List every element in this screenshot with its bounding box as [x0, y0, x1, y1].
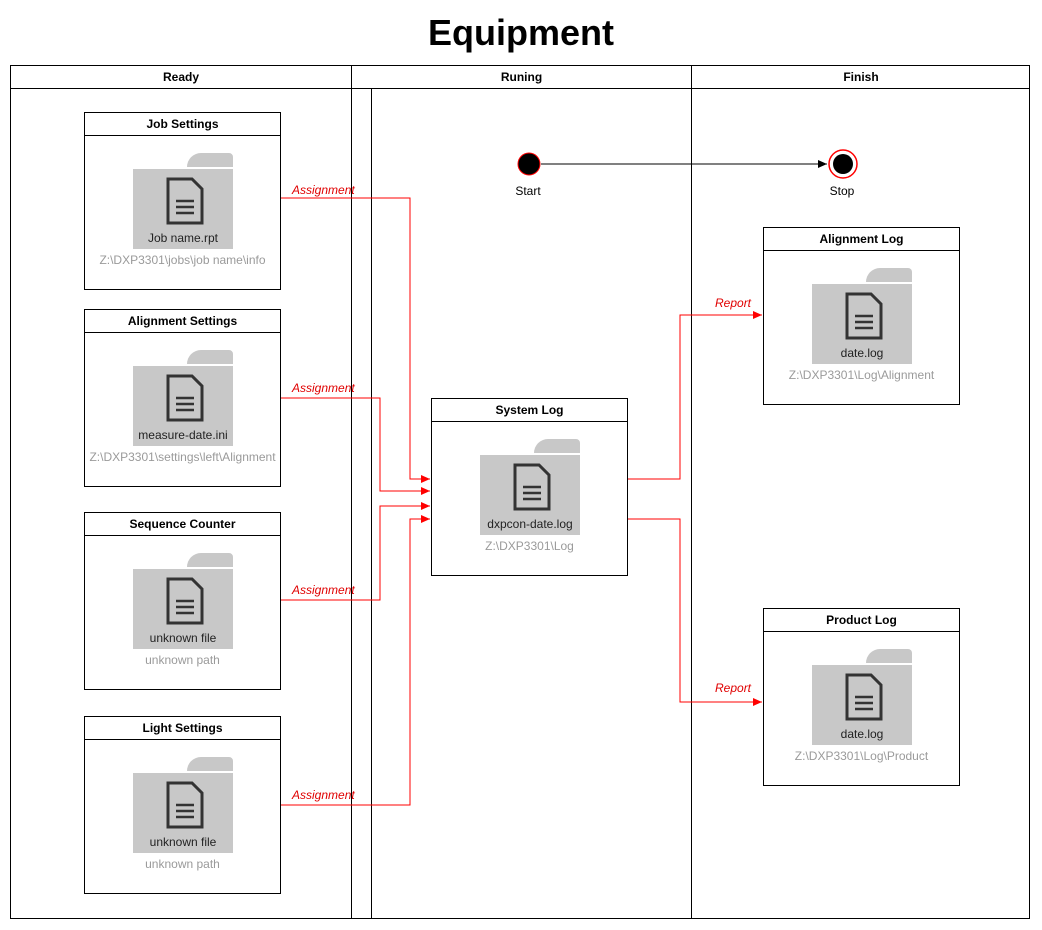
lane-header-ready: Ready [11, 66, 351, 89]
lane-divider [691, 66, 692, 918]
folder-icon: date.log [812, 649, 912, 745]
edge-label-assignment: Assignment [292, 788, 355, 802]
assignment-connector [280, 397, 430, 495]
folder-icon: dxpcon-date.log [480, 439, 580, 535]
lane-inner-divider [371, 89, 372, 918]
report-connector [627, 518, 762, 706]
file-name: unknown file [149, 631, 217, 645]
file-name: Job name.rpt [147, 231, 219, 245]
edge-label-assignment: Assignment [292, 583, 355, 597]
edge-label-assignment: Assignment [292, 183, 355, 197]
box-title: Sequence Counter [85, 513, 280, 536]
file-path: Z:\DXP3301\settings\left\Alignment [89, 450, 276, 464]
product-log-box[interactable]: Product Log date.log Z:\DXP3301\Log\Prod… [763, 608, 960, 786]
file-name: unknown file [149, 835, 217, 849]
edge-label-assignment: Assignment [292, 381, 355, 395]
folder-icon: unknown file [133, 757, 233, 853]
system-log-box[interactable]: System Log dxpcon-date.log Z:\DXP3301\Lo… [431, 398, 628, 576]
assignment-connector [280, 197, 430, 483]
alignment-settings-box[interactable]: Alignment Settings measure-date.ini Z:\D… [84, 309, 281, 487]
folder-icon: Job name.rpt [133, 153, 233, 249]
assignment-connector [280, 502, 430, 601]
file-path: unknown path [145, 653, 220, 667]
alignment-log-box[interactable]: Alignment Log date.log Z:\DXP3301\Log\Al… [763, 227, 960, 405]
folder-icon: unknown file [133, 553, 233, 649]
document-icon [513, 463, 551, 511]
document-icon [166, 374, 204, 422]
folder-icon: date.log [812, 268, 912, 364]
start-node [517, 152, 541, 176]
document-icon [166, 577, 204, 625]
folder-icon: measure-date.ini [133, 350, 233, 446]
edge-label-report: Report [715, 296, 752, 310]
document-icon [166, 177, 204, 225]
light-settings-box[interactable]: Light Settings unknown file unknown path [84, 716, 281, 894]
file-path: Z:\DXP3301\Log\Product [794, 749, 929, 763]
sequence-counter-box[interactable]: Sequence Counter unknown file unknown pa… [84, 512, 281, 690]
file-name: date.log [840, 727, 884, 741]
swimlane-pool: Ready Runing Finish [10, 65, 1030, 919]
job-settings-box[interactable]: Job Settings Job name.rpt Z:\DXP3301\job… [84, 112, 281, 290]
file-path: Z:\DXP3301\Log\Alignment [788, 368, 935, 382]
file-name: measure-date.ini [138, 428, 228, 442]
box-title: Alignment Log [764, 228, 959, 251]
file-path: Z:\DXP3301\Log [485, 539, 574, 553]
start-label: Start [515, 184, 541, 198]
document-icon [845, 673, 883, 721]
file-name: date.log [840, 346, 884, 360]
edge-label-report: Report [715, 681, 752, 695]
box-title: Product Log [764, 609, 959, 632]
lane-divider [351, 66, 352, 918]
file-path: Z:\DXP3301\jobs\job name\info [99, 253, 266, 267]
box-title: Job Settings [85, 113, 280, 136]
box-title: Alignment Settings [85, 310, 280, 333]
box-title: Light Settings [85, 717, 280, 740]
box-title: System Log [432, 399, 627, 422]
diagram-title: Equipment [428, 12, 614, 53]
file-path: unknown path [145, 857, 220, 871]
stop-label: Stop [829, 184, 855, 198]
document-icon [845, 292, 883, 340]
file-name: dxpcon-date.log [487, 517, 573, 531]
report-connector [627, 311, 762, 480]
assignment-connector [280, 515, 430, 806]
document-icon [166, 781, 204, 829]
